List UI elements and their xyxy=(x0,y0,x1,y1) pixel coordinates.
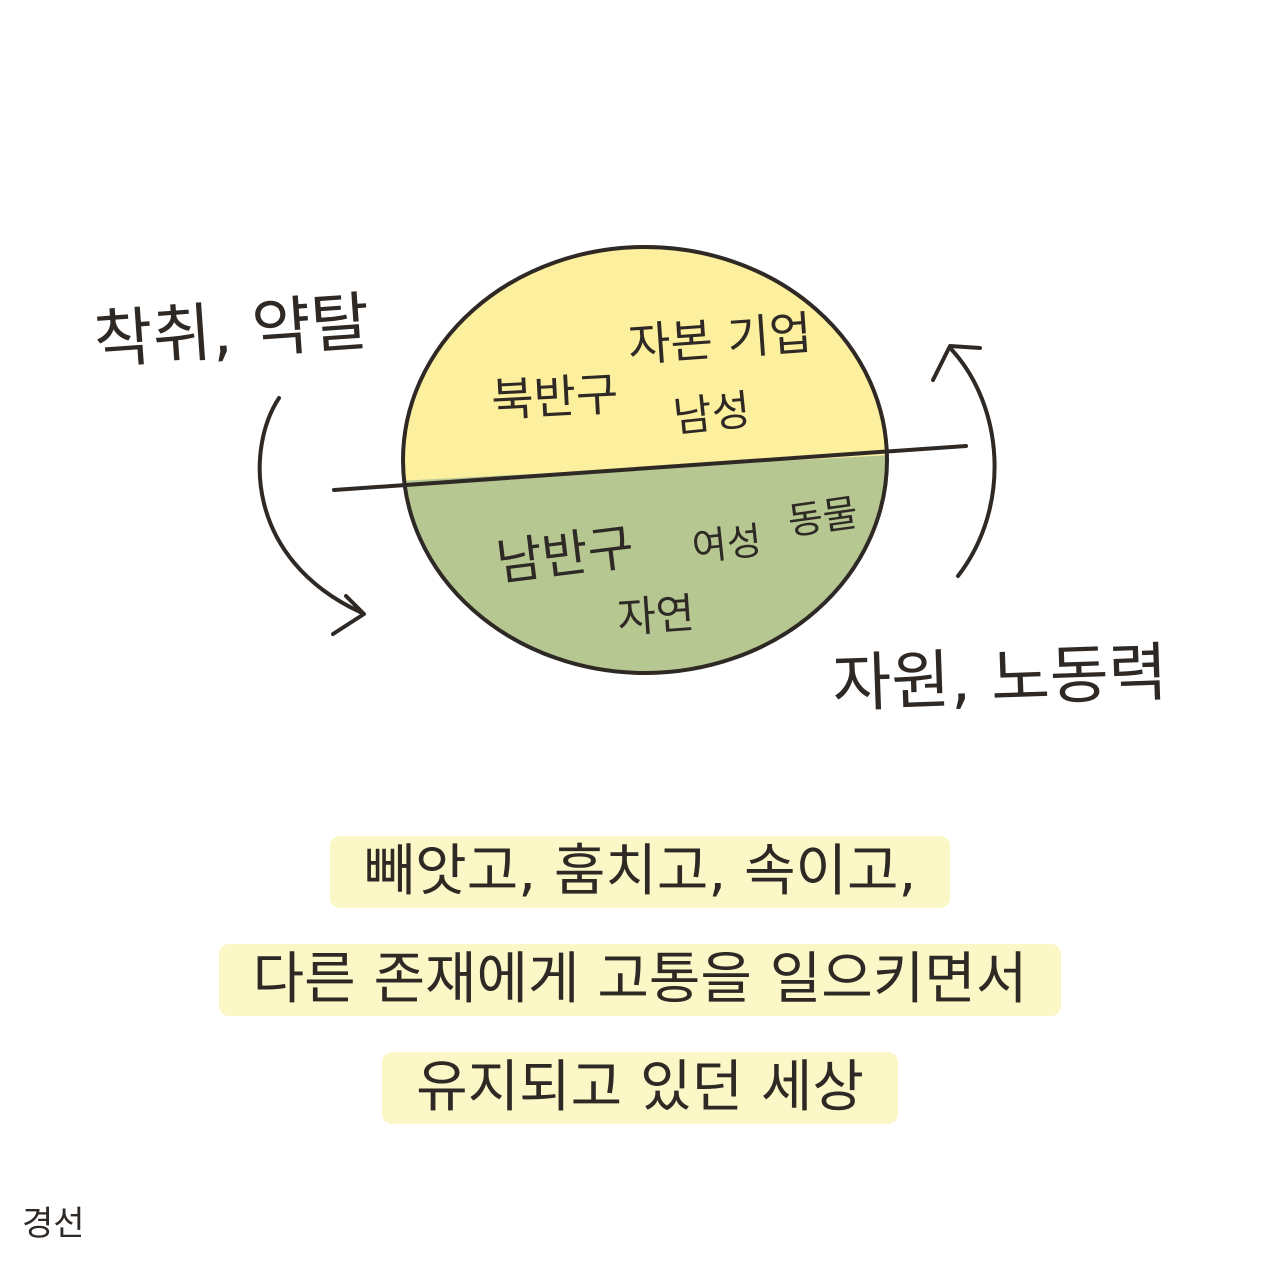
curved-arrow-down-icon xyxy=(257,396,362,614)
label-exploitation-plunder: 착취, 약탈 xyxy=(91,285,372,378)
label-northern-hemisphere: 북반구 xyxy=(490,367,620,428)
label-women: 여성 xyxy=(690,518,764,569)
curved-arrow-down-head xyxy=(331,594,366,636)
label-capital-corporations: 자본 기업 xyxy=(626,306,813,373)
label-animals: 동물 xyxy=(785,490,860,543)
label-nature: 자연 xyxy=(616,588,697,642)
divider-line xyxy=(332,444,968,492)
caption-line-3-text: 유지되고 있던 세상 xyxy=(382,1052,898,1124)
northern-half-fill xyxy=(403,247,887,482)
caption-line-2-text: 다른 존재에게 고통을 일으키면서 xyxy=(218,944,1062,1016)
label-resources-labor: 자원, 노동력 xyxy=(831,636,1168,722)
southern-half-fill xyxy=(403,454,887,673)
caption-line-3: 유지되고 있던 세상 xyxy=(0,1052,1280,1124)
world-oval xyxy=(401,245,889,675)
label-men: 남성 xyxy=(671,385,753,442)
caption-line-1: 빼앗고, 훔치고, 속이고, xyxy=(0,836,1280,908)
caption-line-1-text: 빼앗고, 훔치고, 속이고, xyxy=(329,836,951,908)
caption-line-2: 다른 존재에게 고통을 일으키면서 xyxy=(0,944,1280,1016)
curved-arrow-up-icon xyxy=(950,348,997,578)
artist-signature: 경선 xyxy=(22,1204,85,1244)
curved-arrow-up-head xyxy=(931,344,982,382)
